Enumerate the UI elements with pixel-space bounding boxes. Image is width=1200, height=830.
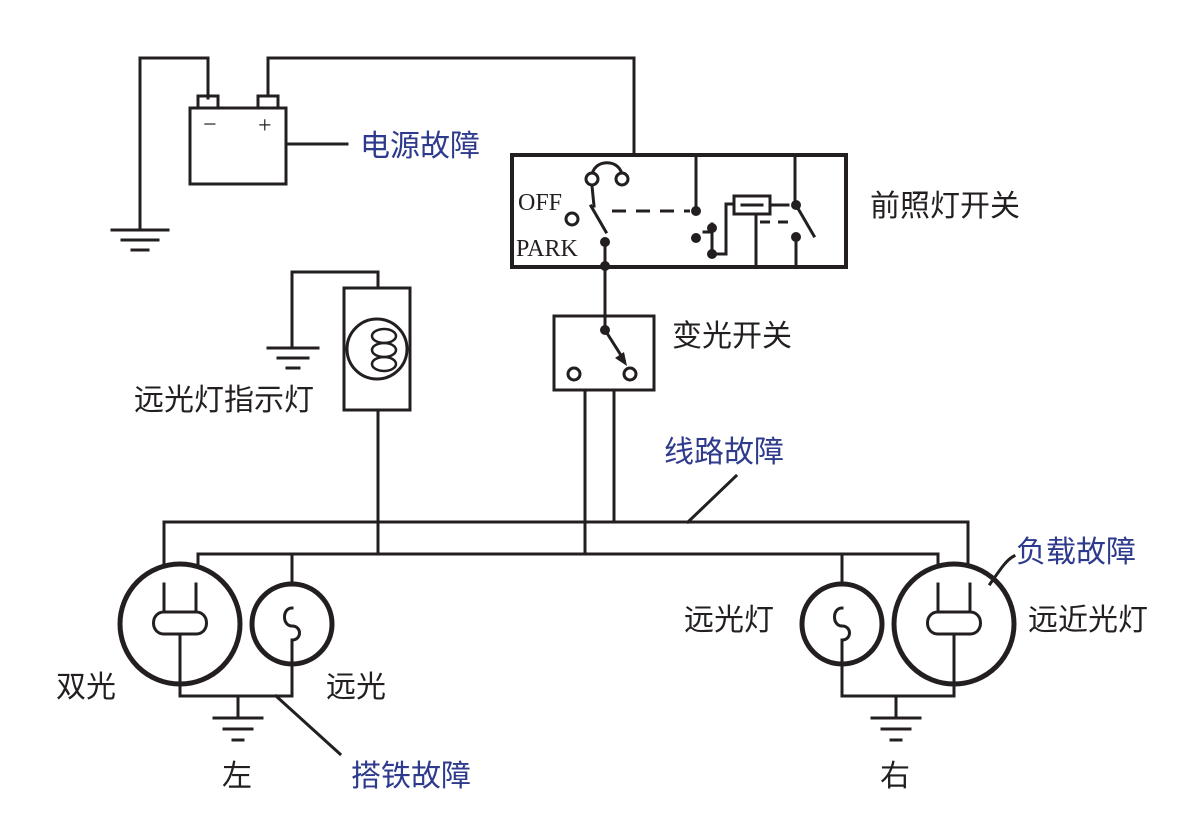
switch-off-label: OFF xyxy=(518,190,562,216)
dimmer-switch xyxy=(552,314,656,392)
fault-label-wiring: 线路故障 xyxy=(664,435,784,470)
dimmer-switch-label: 变光开关 xyxy=(672,319,792,354)
right-lamp-ground-wire xyxy=(840,662,956,698)
battery-minus-sign: − xyxy=(203,112,217,138)
battery-plus-sign: + xyxy=(258,113,272,139)
headlight-switch: OFF PARK xyxy=(510,153,848,271)
lamp-label-left-dual: 双光 xyxy=(56,670,116,705)
side-label-left: 左 xyxy=(222,759,252,794)
indicator-lamp xyxy=(342,286,412,412)
switch-park-label: PARK xyxy=(516,236,578,262)
left-lamp-ground-wire xyxy=(178,662,294,698)
lamp-label-right-high: 远光灯 xyxy=(684,603,774,638)
lamp-label-right-dual: 远近光灯 xyxy=(1028,603,1148,638)
ground-symbol-left xyxy=(212,716,264,742)
headlight-switch-housing xyxy=(510,153,848,269)
battery-ground-wire xyxy=(138,56,210,230)
battery-body xyxy=(188,106,288,186)
lamp-label-left-high: 远光 xyxy=(326,670,386,705)
load-fault-leader xyxy=(987,553,1017,587)
ground-fault-leader xyxy=(273,693,343,757)
battery-plus-terminal xyxy=(256,94,280,110)
fault-label-power: 电源故障 xyxy=(360,129,480,164)
battery: − + xyxy=(188,94,288,186)
fault-label-load: 负载故障 xyxy=(1016,535,1136,570)
headlight-switch-label: 前照灯开关 xyxy=(870,189,1020,224)
left-high-beam-lamp xyxy=(249,581,335,667)
ground-symbol-battery xyxy=(110,228,170,252)
left-dual-beam-lamp xyxy=(117,561,243,687)
indicator-ground-wire xyxy=(290,270,380,348)
wiring-fault-leader xyxy=(685,473,739,525)
side-label-right: 右 xyxy=(880,759,910,794)
fault-label-ground: 搭铁故障 xyxy=(351,759,471,794)
right-high-beam-lamp xyxy=(799,581,885,667)
indicator-lamp-label: 远光灯指示灯 xyxy=(134,383,314,418)
ground-symbol-right xyxy=(870,716,922,742)
ground-symbol-indicator xyxy=(266,346,320,370)
